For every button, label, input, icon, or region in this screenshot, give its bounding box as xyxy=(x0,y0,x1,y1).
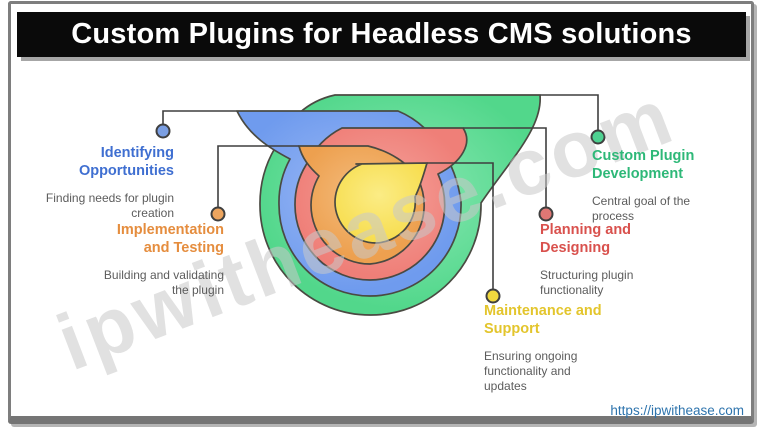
callout-heading: Planning and Designing xyxy=(540,222,632,256)
connector-dot-maintenance xyxy=(485,288,501,304)
connector-dot-custom xyxy=(590,129,606,145)
title-banner: Custom Plugins for Headless CMS solution… xyxy=(17,12,746,57)
callout-description: Building and validating the plugin xyxy=(103,268,224,297)
callout-planning-designing: Planning and Designing Structuring plugi… xyxy=(540,221,690,298)
connector-line-implementation xyxy=(217,145,299,207)
callout-description: Ensuring ongoing functionality and updat… xyxy=(484,349,578,393)
connector-line-custom xyxy=(540,94,599,130)
connector-line-planning xyxy=(463,127,547,207)
callout-description: Central goal of the process xyxy=(592,194,691,223)
callout-heading: Implementation and Testing xyxy=(116,222,224,256)
callout-maintenance-support: Maintenance and Support Ensuring ongoing… xyxy=(484,302,644,394)
callout-identifying-opportunities: Identifying Opportunities Finding needs … xyxy=(4,144,174,221)
callout-heading: Maintenance and Support xyxy=(484,303,602,337)
connector-line-maintenance xyxy=(427,162,494,289)
callout-custom-plugin-development: Custom Plugin Development Central goal o… xyxy=(592,147,752,224)
callout-implementation-testing: Implementation and Testing Building and … xyxy=(44,221,224,298)
callout-heading: Custom Plugin Development xyxy=(592,148,695,182)
page-title: Custom Plugins for Headless CMS solution… xyxy=(71,18,692,50)
callout-description: Structuring plugin functionality xyxy=(540,268,634,297)
connector-line-identifying xyxy=(162,110,237,124)
connector-dot-planning xyxy=(538,206,554,222)
ring-maintenance-support xyxy=(334,162,428,244)
connector-dot-identifying xyxy=(155,123,171,139)
footer-link[interactable]: https://ipwithease.com xyxy=(610,403,744,418)
page-frame xyxy=(8,1,754,424)
callout-description: Finding needs for plugin creation xyxy=(45,191,174,220)
connector-dot-implementation xyxy=(210,206,226,222)
callout-heading: Identifying Opportunities xyxy=(78,145,174,179)
